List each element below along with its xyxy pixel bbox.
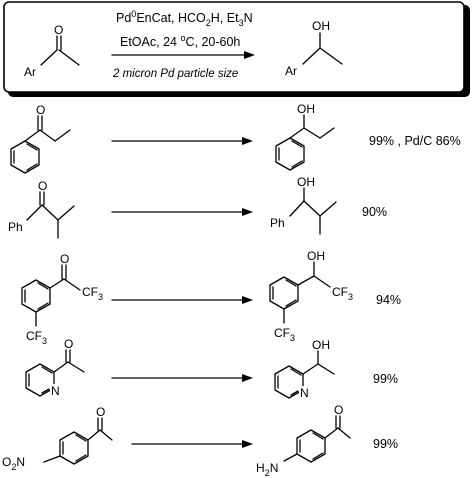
reaction-arrow xyxy=(131,440,253,448)
aryl-label: Ar xyxy=(24,65,36,79)
reactant-trifluoroacetophenone: O CF3 CF3 xyxy=(21,252,103,346)
hydroxyl-label: OH xyxy=(312,338,330,352)
reaction-arrow xyxy=(111,374,253,382)
carbonyl-oxygen-label: O xyxy=(96,405,105,419)
product-2-methyl-phenylpropanol: OH Ph xyxy=(270,175,337,235)
product-1-phenylpropanol: OH xyxy=(275,102,335,171)
carbonyl-oxygen-label: O xyxy=(64,337,73,351)
reactant-nitroacetophenone: O O2N xyxy=(2,405,113,472)
yield-text: 94% xyxy=(376,293,401,307)
header-arrow xyxy=(111,51,255,59)
generic-alcohol: OH Ar xyxy=(285,19,343,78)
aryl-label-product: Ar xyxy=(285,64,297,78)
trifluoromethyl-label: CF3 xyxy=(82,285,103,302)
carbonyl-oxygen-label: O xyxy=(60,252,69,266)
nitro-label: O2N xyxy=(2,455,25,472)
phenyl-label: Ph xyxy=(8,220,23,234)
conditions-line-3: 2 micron Pd particle size xyxy=(112,68,238,80)
pyridine-nitrogen-label: N xyxy=(300,386,309,400)
product-pyridyl-ethanol: N OH xyxy=(274,338,335,400)
row-1: O OH 99% , Pd/C 86% xyxy=(10,102,461,174)
row-2: O Ph OH Ph 90% xyxy=(8,175,387,239)
hydroxyl-label: OH xyxy=(297,102,315,116)
row-4: N O N OH 99% xyxy=(25,337,398,400)
yield-text: 90% xyxy=(362,205,387,219)
yield-text: 99% , Pd/C 86% xyxy=(369,134,461,148)
carbonyl-oxygen-label: O xyxy=(334,403,343,417)
reactant-isobutyrophenone: O Ph xyxy=(8,179,75,239)
aryl-trifluoromethyl-label: CF3 xyxy=(274,326,295,343)
phenyl-label: Ph xyxy=(270,216,285,230)
trifluoromethyl-label: CF3 xyxy=(332,285,353,302)
yield-text: 99% xyxy=(373,372,398,386)
product-trifluoro-alcohol: OH CF3 CF3 xyxy=(269,249,353,343)
aryl-trifluoromethyl-label: CF3 xyxy=(26,329,47,346)
row-5: O O2N O H2N 99% xyxy=(2,403,398,478)
hydroxyl-label: OH xyxy=(297,175,315,189)
reaction-arrow xyxy=(111,137,253,145)
carbonyl-oxygen-label: O xyxy=(36,103,45,117)
row-3: O CF3 CF3 OH CF3 CF3 94% xyxy=(21,249,401,346)
amino-label: H2N xyxy=(256,461,278,478)
reactant-acetylpyridine: N O xyxy=(25,337,85,398)
product-aminoacetophenone: O H2N xyxy=(256,403,351,478)
generic-ketone: O Ar xyxy=(24,23,80,79)
conditions-box xyxy=(3,1,470,97)
reaction-arrow xyxy=(111,296,253,304)
carbonyl-oxygen-label: O xyxy=(38,179,47,193)
reactant-propiophenone: O xyxy=(10,103,71,174)
pyridine-nitrogen-label: N xyxy=(51,384,60,398)
hydroxyl-label: OH xyxy=(307,249,325,263)
conditions-line-1: Pd0EnCat, HCO2H, Et3N xyxy=(116,9,253,28)
yield-text: 99% xyxy=(373,437,398,451)
hydroxyl-label: OH xyxy=(312,19,330,33)
carbonyl-oxygen-label: O xyxy=(54,23,63,37)
reaction-arrow xyxy=(111,208,253,216)
conditions-line-2: EtOAc, 24 oC, 20-60h xyxy=(120,33,240,49)
